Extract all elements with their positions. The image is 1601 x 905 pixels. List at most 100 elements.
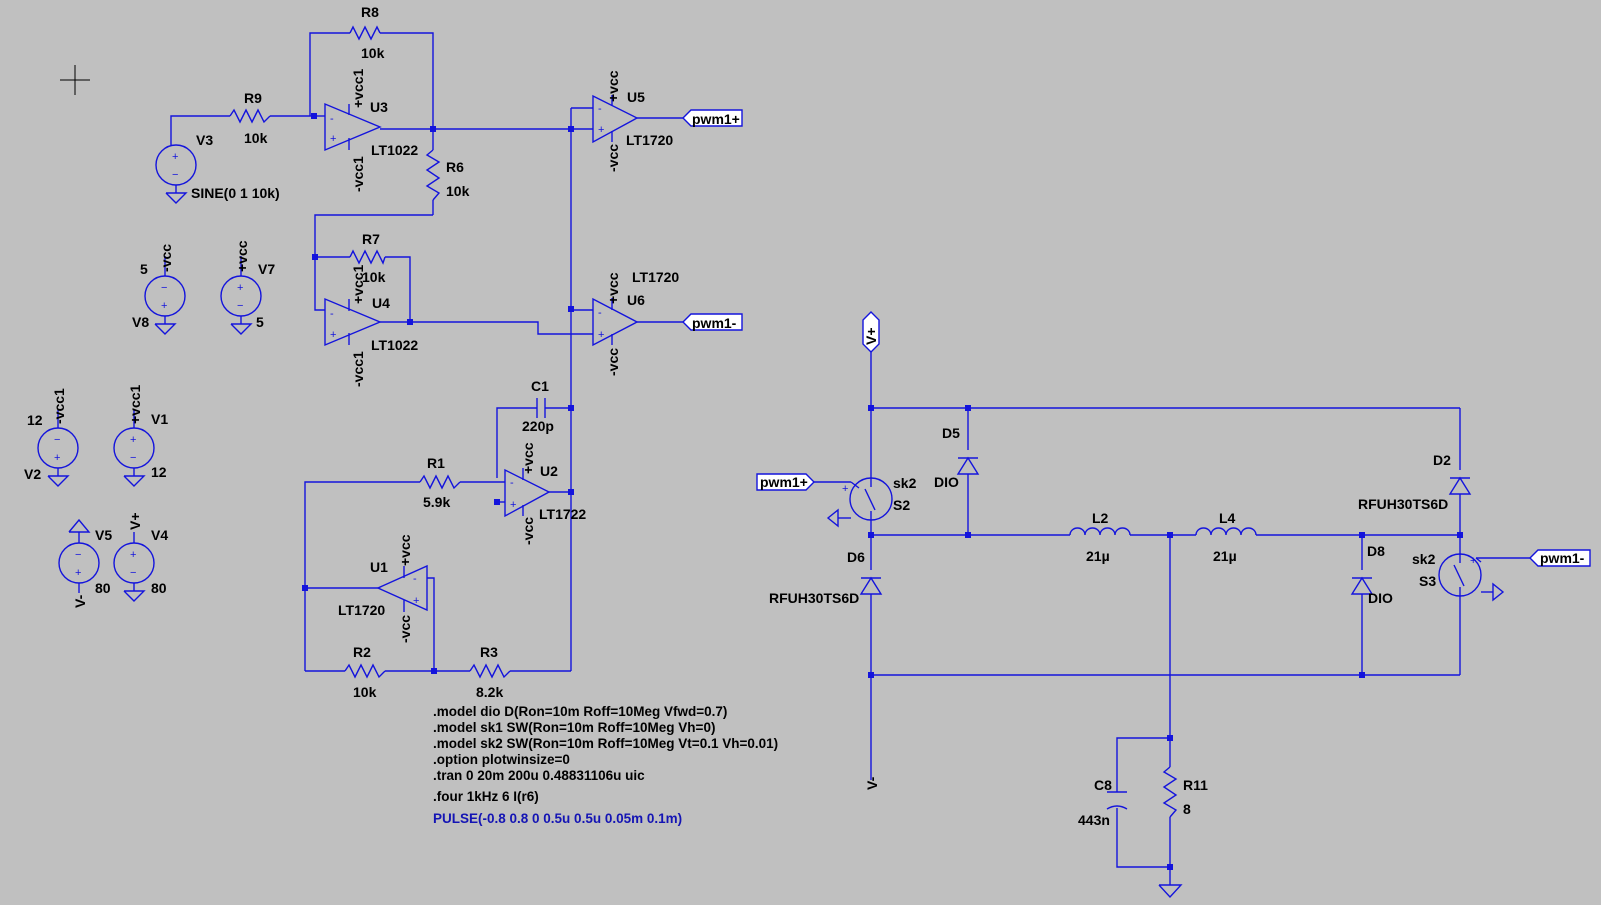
capacitor-c8[interactable]: C8 443n [1078,777,1128,828]
r9-value: 10k [244,130,268,146]
u1-supply-plus: +vcc [397,534,413,566]
svg-text:+: + [330,133,336,145]
resistor-r1[interactable]: R1 5.9k [419,455,461,510]
switch-s2[interactable]: + sk2 S2 [826,475,917,528]
flag-pwm1p-u5[interactable]: pwm1+ [682,109,743,127]
diode-d6[interactable]: D6 RFUH30TS6D [769,549,883,606]
svg-text:+: + [598,329,604,341]
r7-ref: R7 [362,231,380,247]
svg-text:−: − [161,282,167,294]
switch-s3[interactable]: + sk2 S3 [1412,551,1505,602]
comparator-u6[interactable]: - + U6 LT1720 +vcc -vcc [592,269,679,376]
d5-model: DIO [934,474,959,490]
svg-text:+: + [54,452,60,464]
spice-directives[interactable]: .model dio D(Ron=10m Roff=10Meg Vfwd=0.7… [433,704,778,826]
svg-text:-: - [413,573,417,585]
crosshair-cursor-icon [60,65,90,95]
opamp-u2[interactable]: - + U2 LT1722 +vcc -vcc [504,442,586,545]
inductor-l4[interactable]: L4 21µ [1195,510,1257,564]
wires[interactable] [170,32,1530,885]
u2-model: LT1722 [539,506,586,522]
diode-d8[interactable]: D8 DIO [1350,543,1393,606]
opamp-u3[interactable]: - + U3 LT1022 +vcc1 -vcc1 [318,68,418,192]
s2-ref: S2 [893,497,910,513]
source-v5[interactable]: − + V5 80 V- [58,518,112,608]
svg-text:+: + [598,124,604,136]
v2-value: 12 [27,412,43,428]
resistor-r6[interactable]: R6 10k [425,149,470,201]
resistor-r11[interactable]: R11 8 [1162,766,1208,818]
resistor-r9[interactable]: R9 10k [229,90,271,146]
source-v1[interactable]: + − V1 12 +vcc1 [113,384,168,487]
svg-text:pwm1+: pwm1+ [760,474,808,490]
svg-text:+: + [237,282,243,294]
u6-ref: U6 [627,292,645,308]
r8-ref: R8 [361,4,379,20]
resistor-r3[interactable]: R3 8.2k [469,644,511,700]
r3-value: 8.2k [476,684,503,700]
svg-text:−: − [75,549,81,561]
directive-line: .model sk1 SW(Ron=10m Roff=10Meg Vh=0) [433,720,715,735]
svg-text:+: + [161,300,167,312]
source-v3[interactable]: + − V3 SINE(0 1 10k) [155,132,280,204]
v5-ref: V5 [95,527,112,543]
r11-ref: R11 [1183,777,1208,793]
d2-ref: D2 [1433,452,1451,468]
opamp-u4[interactable]: - + U4 LT1022 +vcc1 -vcc1 [324,264,418,387]
u6-supply-plus: +vcc [605,272,621,304]
r1-ref: R1 [427,455,445,471]
resistor-r2[interactable]: R2 10k [344,644,386,700]
r7-value: 10k [362,269,386,285]
v4-net: V+ [127,512,143,530]
c1-value: 220p [522,418,554,434]
directive-line: .model dio D(Ron=10m Roff=10Meg Vfwd=0.7… [433,704,727,719]
d6-model: RFUH30TS6D [769,590,859,606]
ground-r11 [1158,884,1183,899]
source-v2[interactable]: − + 12 V2 -vcc1 [24,388,79,487]
l2-ref: L2 [1092,510,1109,526]
u5-supply-minus: -vcc [605,144,621,172]
v2-ref: V2 [24,466,41,482]
v5-value: 80 [95,580,111,596]
v7-ref: V7 [258,261,275,277]
s3-model: sk2 [1412,551,1436,567]
source-v4[interactable]: + − V4 80 V+ [113,512,168,602]
diode-d5[interactable]: D5 DIO [934,425,980,490]
v8-ref: V8 [132,314,149,330]
comparator-u5[interactable]: - + U5 LT1720 +vcc -vcc [592,70,673,172]
svg-text:pwm1-: pwm1- [1540,550,1585,566]
svg-text:pwm1+: pwm1+ [692,111,740,127]
junction-dots [302,113,1463,870]
source-v8[interactable]: − + 5 V8 -vcc [132,244,186,335]
resistor-r8[interactable]: R8 10k [349,4,385,61]
inductor-l2[interactable]: L2 21µ [1069,510,1131,564]
l2-value: 21µ [1086,548,1110,564]
svg-text:+: + [413,595,419,607]
source-v7[interactable]: + − V7 5 +vcc [220,240,275,335]
flag-pwm1m-s3[interactable]: pwm1- [1529,549,1591,567]
directive-line: .tran 0 20m 200u 0.48831106u uic [433,768,645,783]
svg-text:pwm1-: pwm1- [692,315,737,331]
flag-vplus[interactable]: V+ [862,311,880,353]
comparator-u1[interactable]: - + U1 LT1720 +vcc -vcc [338,534,428,643]
u6-supply-minus: -vcc [605,348,621,376]
svg-text:-: - [330,113,334,125]
svg-text:+: + [130,434,136,446]
s3-ref: S3 [1419,573,1436,589]
d8-ref: D8 [1367,543,1385,559]
stimulus-text: PULSE(-0.8 0.8 0 0.5u 0.5u 0.05m 0.1m) [433,811,682,826]
u2-ref: U2 [540,463,558,479]
u2-supply-minus: -vcc [520,517,536,545]
diode-d2[interactable]: D2 RFUH30TS6D [1358,452,1472,512]
flag-pwm1p-s2[interactable]: pwm1+ [756,473,815,491]
c1-ref: C1 [531,378,549,394]
svg-text:V-: V- [864,776,880,790]
s2-model: sk2 [893,475,917,491]
v5-net: V- [72,594,88,608]
capacitor-c1[interactable]: C1 220p [522,378,554,434]
flag-pwm1m-u6[interactable]: pwm1- [682,313,743,331]
resistor-r7[interactable]: R7 10k [349,231,386,285]
v2-net: -vcc1 [51,388,67,424]
v8-net: -vcc [158,244,174,272]
